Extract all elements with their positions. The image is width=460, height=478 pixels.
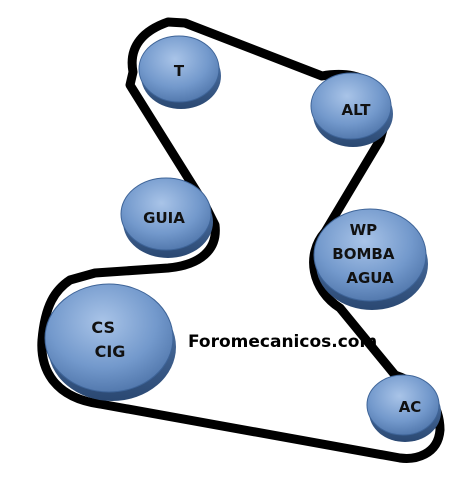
svg-text:ALT: ALT	[342, 101, 372, 119]
svg-text:T: T	[174, 62, 185, 80]
svg-text:CS CIG: CS CIG	[91, 318, 125, 361]
pulley-cs-label-1: CS	[91, 318, 115, 337]
watermark-text: Foromecanicos.com	[188, 332, 377, 352]
pulley-alt-label: ALT	[342, 101, 372, 119]
pulley-cs-label-2: CIG	[95, 342, 126, 361]
pulley-wp-label-1: WP	[350, 221, 378, 239]
pulley-t: T	[138, 35, 221, 109]
pulley-alt: ALT	[310, 72, 393, 147]
pulley-guia-label: GUIA	[143, 209, 185, 227]
pulley-wp-label-3: AGUA	[346, 269, 394, 287]
pulley-wp: WP BOMBA AGUA	[313, 208, 428, 310]
pulley-t-label: T	[174, 62, 185, 80]
svg-text:GUIA: GUIA	[143, 209, 185, 227]
svg-text:AC: AC	[399, 398, 422, 416]
pulley-cs: CS CIG	[44, 283, 176, 401]
pulley-ac: AC	[366, 374, 441, 442]
pulley-wp-label-2: BOMBA	[332, 245, 395, 263]
svg-text:WP BOMBA AGUA: WP BOMBA AGUA	[332, 221, 399, 287]
pulley-ac-label: AC	[399, 398, 422, 416]
pulley-guia: GUIA	[120, 177, 213, 258]
